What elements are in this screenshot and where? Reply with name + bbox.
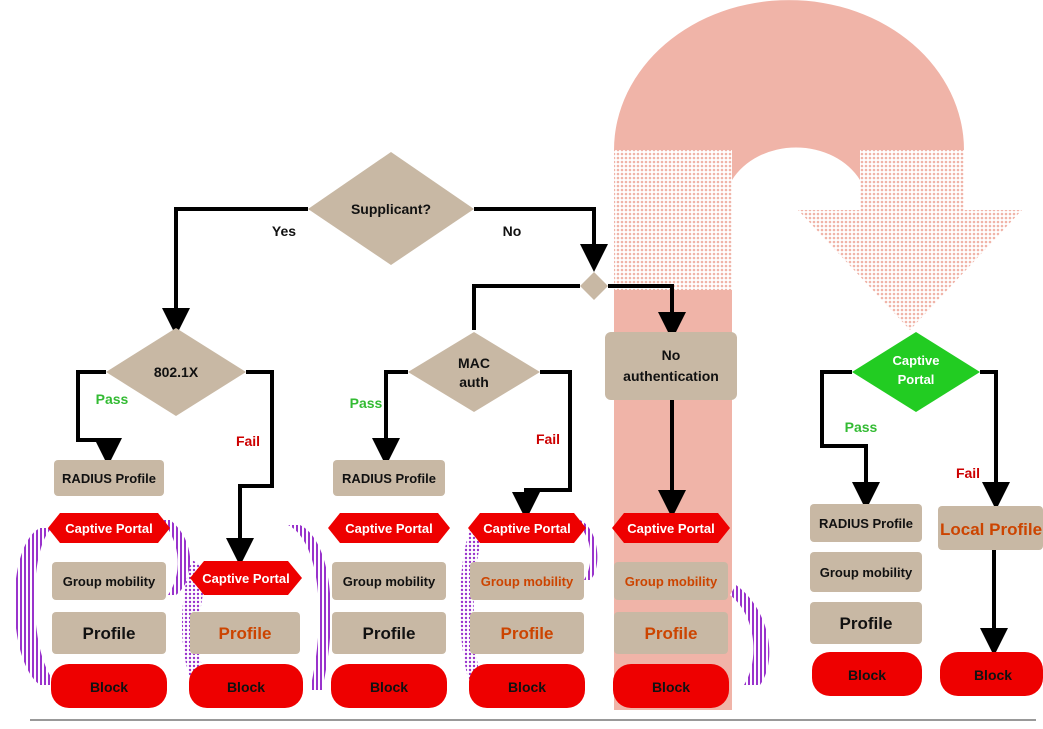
block-box bbox=[331, 664, 447, 708]
block-box bbox=[51, 664, 167, 708]
block-box bbox=[812, 652, 922, 696]
group-mobility-box bbox=[614, 562, 728, 600]
group-mobility-box bbox=[52, 562, 166, 600]
column-mac-fail: Captive Portal Group mobility Profile Bl… bbox=[468, 513, 586, 708]
block-box bbox=[189, 664, 303, 708]
captive-portal-label: Captive Portal bbox=[627, 521, 714, 536]
profile-label: Profile bbox=[501, 624, 554, 643]
local-profile-label: Local Profile bbox=[940, 520, 1042, 539]
block-box bbox=[469, 664, 585, 708]
captive-portal-decision-line1: Captive bbox=[893, 353, 940, 368]
block-label: Block bbox=[974, 667, 1012, 683]
supplicant-decision: Supplicant? bbox=[308, 152, 474, 265]
yes-label: Yes bbox=[272, 223, 296, 239]
dot1x-label: 802.1X bbox=[154, 364, 199, 380]
captive-portal-label: Captive Portal bbox=[202, 571, 289, 586]
radius-profile-label: RADIUS Profile bbox=[342, 471, 436, 486]
dot1x-decision: 802.1X bbox=[106, 328, 246, 416]
group-mobility-label: Group mobility bbox=[481, 574, 574, 589]
profile-box bbox=[190, 612, 300, 654]
captive-portal-hexagon bbox=[190, 561, 302, 595]
junction-diamond bbox=[580, 272, 608, 300]
captive-portal-label: Captive Portal bbox=[65, 521, 152, 536]
block-label: Block bbox=[508, 679, 546, 695]
profile-box bbox=[332, 612, 446, 654]
mac-auth-label-line2: auth bbox=[459, 374, 489, 390]
profile-box bbox=[810, 602, 922, 644]
pass-label-mac: Pass bbox=[350, 395, 383, 411]
column-no-auth: Captive Portal Group mobility Profile Bl… bbox=[612, 513, 730, 708]
radius-profile-box bbox=[333, 460, 445, 496]
captive-portal-decision: Captive Portal bbox=[852, 332, 980, 412]
group-mobility-label: Group mobility bbox=[343, 574, 436, 589]
no-auth-line1: No bbox=[662, 347, 681, 363]
profile-label: Profile bbox=[83, 624, 136, 643]
radius-profile-box bbox=[810, 504, 922, 542]
fail-label-captive: Fail bbox=[956, 465, 980, 481]
column-captive-fail: Local Profile Block bbox=[938, 506, 1043, 696]
block-label: Block bbox=[848, 667, 886, 683]
mac-auth-decision: MAC auth bbox=[408, 332, 540, 412]
profile-label: Profile bbox=[645, 624, 698, 643]
block-label: Block bbox=[227, 679, 265, 695]
radius-profile-box bbox=[54, 460, 164, 496]
fail-label-mac: Fail bbox=[536, 431, 560, 447]
no-auth-line2: authentication bbox=[623, 368, 719, 384]
captive-portal-hexagon bbox=[48, 513, 170, 543]
local-profile-box bbox=[938, 506, 1043, 550]
captive-portal-hexagon bbox=[612, 513, 730, 543]
block-label: Block bbox=[90, 679, 128, 695]
no-authentication-box: No authentication bbox=[605, 332, 737, 400]
profile-box bbox=[614, 612, 728, 654]
block-box bbox=[613, 664, 729, 708]
radius-profile-label: RADIUS Profile bbox=[62, 471, 156, 486]
group-mobility-label: Group mobility bbox=[63, 574, 156, 589]
pass-label-captive: Pass bbox=[845, 419, 878, 435]
block-label: Block bbox=[370, 679, 408, 695]
profile-box bbox=[470, 612, 584, 654]
connector-lines bbox=[76, 207, 1010, 656]
supplicant-label: Supplicant? bbox=[351, 201, 431, 217]
column-dot1x-pass: RADIUS Profile Captive Portal Group mobi… bbox=[48, 460, 170, 708]
block-label: Block bbox=[652, 679, 690, 695]
profile-label: Profile bbox=[219, 624, 272, 643]
pass-label-dot1x: Pass bbox=[96, 391, 129, 407]
captive-portal-label: Captive Portal bbox=[483, 521, 570, 536]
column-mac-pass: RADIUS Profile Captive Portal Group mobi… bbox=[328, 460, 450, 708]
group-mobility-label: Group mobility bbox=[820, 565, 913, 580]
column-dot1x-fail: Captive Portal Profile Block bbox=[189, 561, 303, 708]
group-mobility-box bbox=[470, 562, 584, 600]
profile-label: Profile bbox=[363, 624, 416, 643]
radius-profile-label: RADIUS Profile bbox=[819, 516, 913, 531]
captive-portal-label: Captive Portal bbox=[345, 521, 432, 536]
profile-box bbox=[52, 612, 166, 654]
captive-portal-hexagon bbox=[328, 513, 450, 543]
group-mobility-label: Group mobility bbox=[625, 574, 718, 589]
group-mobility-box bbox=[332, 562, 446, 600]
fail-label-dot1x: Fail bbox=[236, 433, 260, 449]
column-captive-pass: RADIUS Profile Group mobility Profile Bl… bbox=[810, 504, 922, 696]
block-box bbox=[940, 652, 1043, 696]
profile-label: Profile bbox=[840, 614, 893, 633]
group-mobility-box bbox=[810, 552, 922, 592]
captive-portal-hexagon bbox=[468, 513, 586, 543]
captive-portal-decision-line2: Portal bbox=[898, 372, 935, 387]
mac-auth-label-line1: MAC bbox=[458, 355, 490, 371]
no-label: No bbox=[503, 223, 522, 239]
